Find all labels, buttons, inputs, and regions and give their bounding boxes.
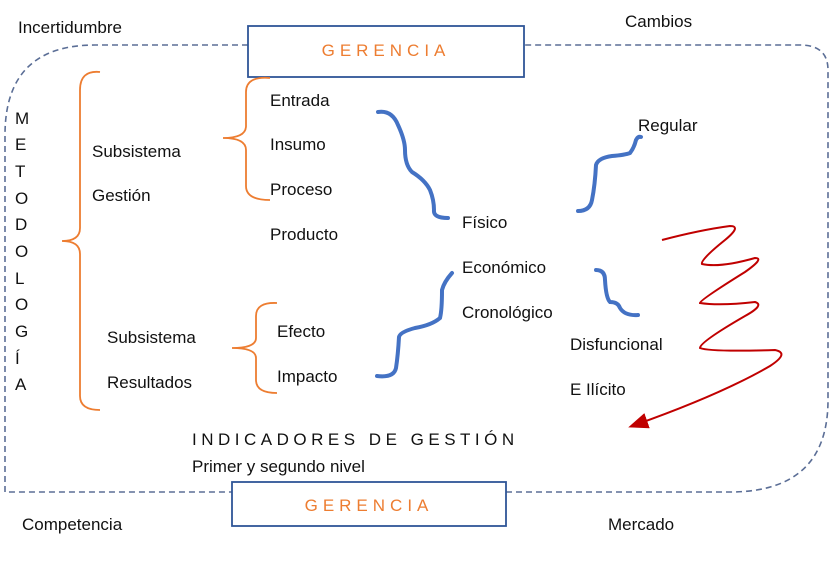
item-fisico: Físico xyxy=(462,213,507,232)
letter: M xyxy=(15,109,29,128)
item-insumo: Insumo xyxy=(270,135,326,154)
resultados-subsistema: Subsistema xyxy=(107,328,196,347)
gestion-brace xyxy=(222,76,271,201)
bottom-gerencia-box: GERENCIA xyxy=(231,481,507,527)
letter: Í xyxy=(15,349,20,368)
item-impacto: Impacto xyxy=(277,367,337,386)
blue-squiggle-entrada-fisico xyxy=(376,109,450,220)
indicadores-subtitle: Primer y segundo nivel xyxy=(192,457,365,476)
corner-mercado: Mercado xyxy=(608,515,674,534)
letter: A xyxy=(15,375,27,394)
gestion-label: Gestión xyxy=(92,186,151,205)
bottom-gerencia-label: GERENCIA xyxy=(305,496,434,515)
item-disfuncional: Disfuncional xyxy=(570,335,663,354)
blue-squiggle-fisico-regular xyxy=(576,134,643,213)
letter: O xyxy=(15,295,28,314)
letter: T xyxy=(15,162,25,181)
resultados-brace xyxy=(231,302,278,394)
letter: D xyxy=(15,215,27,234)
top-gerencia-box: GERENCIA xyxy=(247,25,525,78)
metodologia-vertical: M E T O D O L O G Í A xyxy=(15,109,29,394)
blue-squiggle-impacto-economico xyxy=(375,271,454,379)
letter: O xyxy=(15,242,28,261)
item-cronologico: Cronológico xyxy=(462,303,553,322)
corner-cambios: Cambios xyxy=(625,12,692,31)
letter: E xyxy=(15,135,26,154)
item-producto: Producto xyxy=(270,225,338,244)
letter: L xyxy=(15,269,24,288)
letter: G xyxy=(15,322,28,341)
dashed-boundary xyxy=(4,44,829,493)
top-gerencia-label: GERENCIA xyxy=(322,41,451,60)
main-orange-brace xyxy=(61,70,101,411)
gestion-subsistema: Subsistema xyxy=(92,142,181,161)
blue-squiggle-economico-disfuncional xyxy=(594,268,640,318)
indicadores-title: INDICADORES DE GESTIÓN xyxy=(192,430,519,449)
corner-competencia: Competencia xyxy=(22,515,123,534)
item-entrada: Entrada xyxy=(270,91,330,110)
letter: O xyxy=(15,189,28,208)
item-proceso: Proceso xyxy=(270,180,332,199)
corner-incertidumbre: Incertidumbre xyxy=(18,18,122,37)
item-ilicito: E Ilícito xyxy=(570,380,626,399)
item-regular: Regular xyxy=(638,116,698,135)
item-efecto: Efecto xyxy=(277,322,325,341)
resultados-label: Resultados xyxy=(107,373,192,392)
red-zigzag-arrow xyxy=(628,224,783,429)
item-economico: Económico xyxy=(462,258,546,277)
